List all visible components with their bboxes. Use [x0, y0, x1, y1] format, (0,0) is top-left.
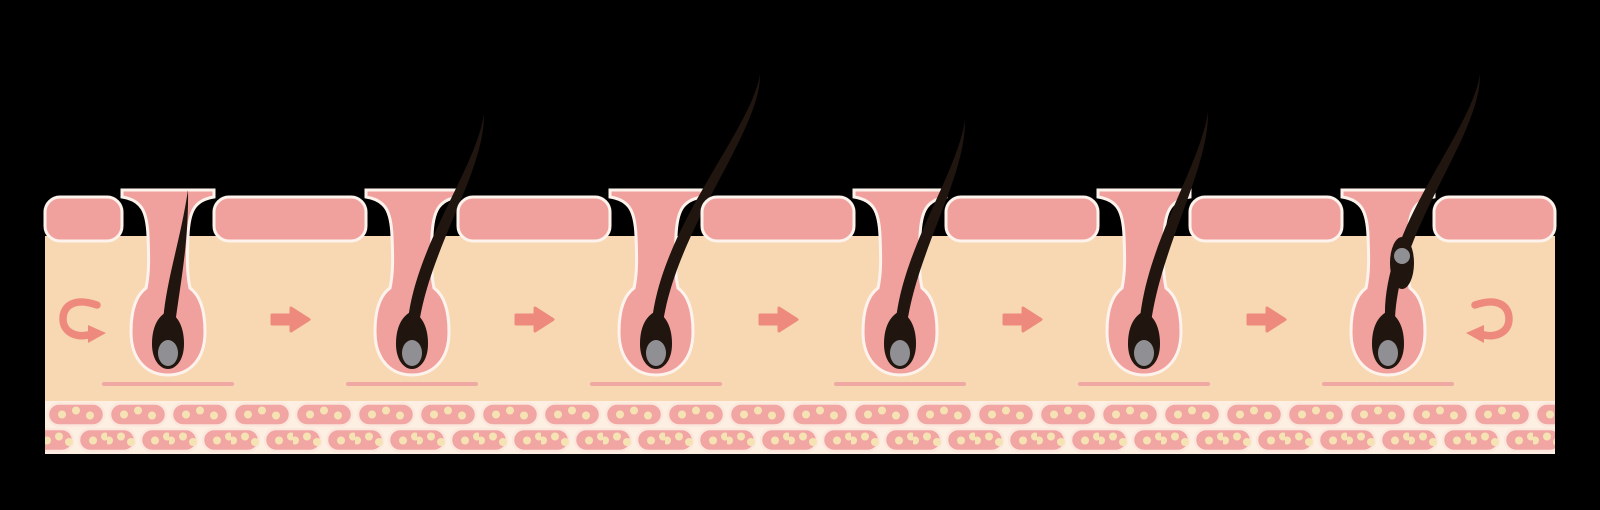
dermal-papilla: [1378, 340, 1398, 366]
cycle-restart-arrow-left: [59, 298, 106, 343]
cycle-arrow-left-curve: [59, 298, 101, 340]
dermal-papilla: [158, 340, 178, 366]
epidermis-segment: [944, 195, 1100, 243]
epidermis-layer: [43, 195, 1557, 243]
epidermis-segment: [1188, 195, 1344, 243]
hair-shaft: [650, 74, 761, 344]
hair-follicle-stage-3: [590, 74, 761, 386]
dermal-papilla: [646, 340, 666, 366]
dermal-papilla: [1134, 340, 1154, 366]
hair-shaft: [406, 114, 485, 344]
hair-follicle-stage-4: [834, 120, 966, 386]
follicle-stages-layer: [102, 74, 1481, 386]
epidermis-segment: [456, 195, 612, 243]
cycle-restart-arrow-right: [1466, 298, 1513, 343]
epidermis-segment: [700, 195, 856, 243]
cycle-arrow-right-curve: [1471, 298, 1513, 340]
cycle-arrow-right-head: [1466, 325, 1484, 343]
hair-follicle-stage-5: [1078, 112, 1210, 386]
hair-follicle-stage-1: [102, 188, 234, 386]
hair-shaft: [162, 190, 189, 344]
epidermis-segment: [43, 195, 124, 243]
dermal-papilla: [402, 340, 422, 366]
club-papilla: [1394, 248, 1410, 264]
hair-follicle-stage-6: [1322, 74, 1481, 386]
dermal-papilla: [890, 340, 910, 366]
hair-follicle-stage-2: [346, 114, 485, 386]
epidermis-segment: [212, 195, 368, 243]
epidermis-segment: [1432, 195, 1557, 243]
hair-shaft: [1384, 74, 1481, 318]
hair-shaft: [894, 120, 966, 344]
hair-shaft: [1138, 112, 1209, 344]
cycle-arrow-left-head: [88, 325, 106, 343]
subcutaneous-cells-layer: [45, 401, 1555, 454]
